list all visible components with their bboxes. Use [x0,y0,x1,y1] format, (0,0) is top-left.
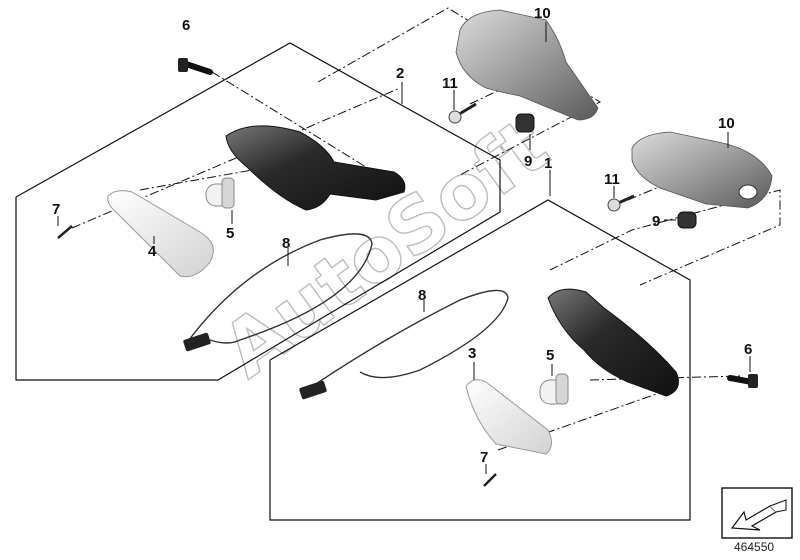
callout-9-right: 9 [652,213,660,230]
screw-7-left [57,225,73,239]
dashdot-box-right [549,189,781,286]
screw-11-right [607,194,635,212]
connector-8-right [299,380,327,400]
callout-11-right: 11 [604,171,620,188]
indicator-housing-right [547,288,679,397]
corner-nav-box[interactable] [721,487,793,539]
screw-6-bottom [727,374,758,388]
grommet-9-right [677,211,697,229]
dashdot-leader-left-lens [139,169,253,191]
callout-3: 3 [468,345,476,362]
callout-8-right: 8 [418,287,426,304]
mount-cover-right [631,131,773,209]
callout-5-left: 5 [226,225,234,242]
dashdot-leader-screw [211,71,401,189]
callout-2: 2 [396,65,404,82]
cable-8-left [185,233,373,345]
screw-11-top [448,102,477,124]
grommet-9-top [515,113,535,133]
callout-7-right: 7 [480,449,488,466]
bulb-5-right [539,373,569,405]
callout-7-left: 7 [52,201,60,218]
mount-cover-top [455,9,599,121]
callout-6-top: 6 [182,17,190,34]
indicator-housing-left [225,125,406,211]
lens-left [107,190,214,278]
lens-right [465,379,552,455]
connector-8-left [183,332,211,352]
frame-left-assembly [15,42,501,381]
screw-7-right [483,473,497,487]
screw-6-top [178,58,213,75]
cable-8-right [303,289,509,393]
callout-8-left: 8 [282,235,290,252]
callout-5-right: 5 [546,347,554,364]
dashdot-leader-lens-r [497,391,663,451]
callout-10-top: 10 [534,5,551,22]
callout-4: 4 [148,243,157,260]
callout-1: 1 [544,155,552,172]
callout-11-top: 11 [442,75,458,92]
frame-right-assembly [269,199,691,521]
mount-right-hole [738,184,758,200]
diagram-id-label: 464550 [734,540,775,554]
bulb-5-left [205,177,235,209]
callout-9-top: 9 [524,153,532,170]
callout-10-right: 10 [718,115,735,132]
callout-6-bottom: 6 [744,341,752,358]
